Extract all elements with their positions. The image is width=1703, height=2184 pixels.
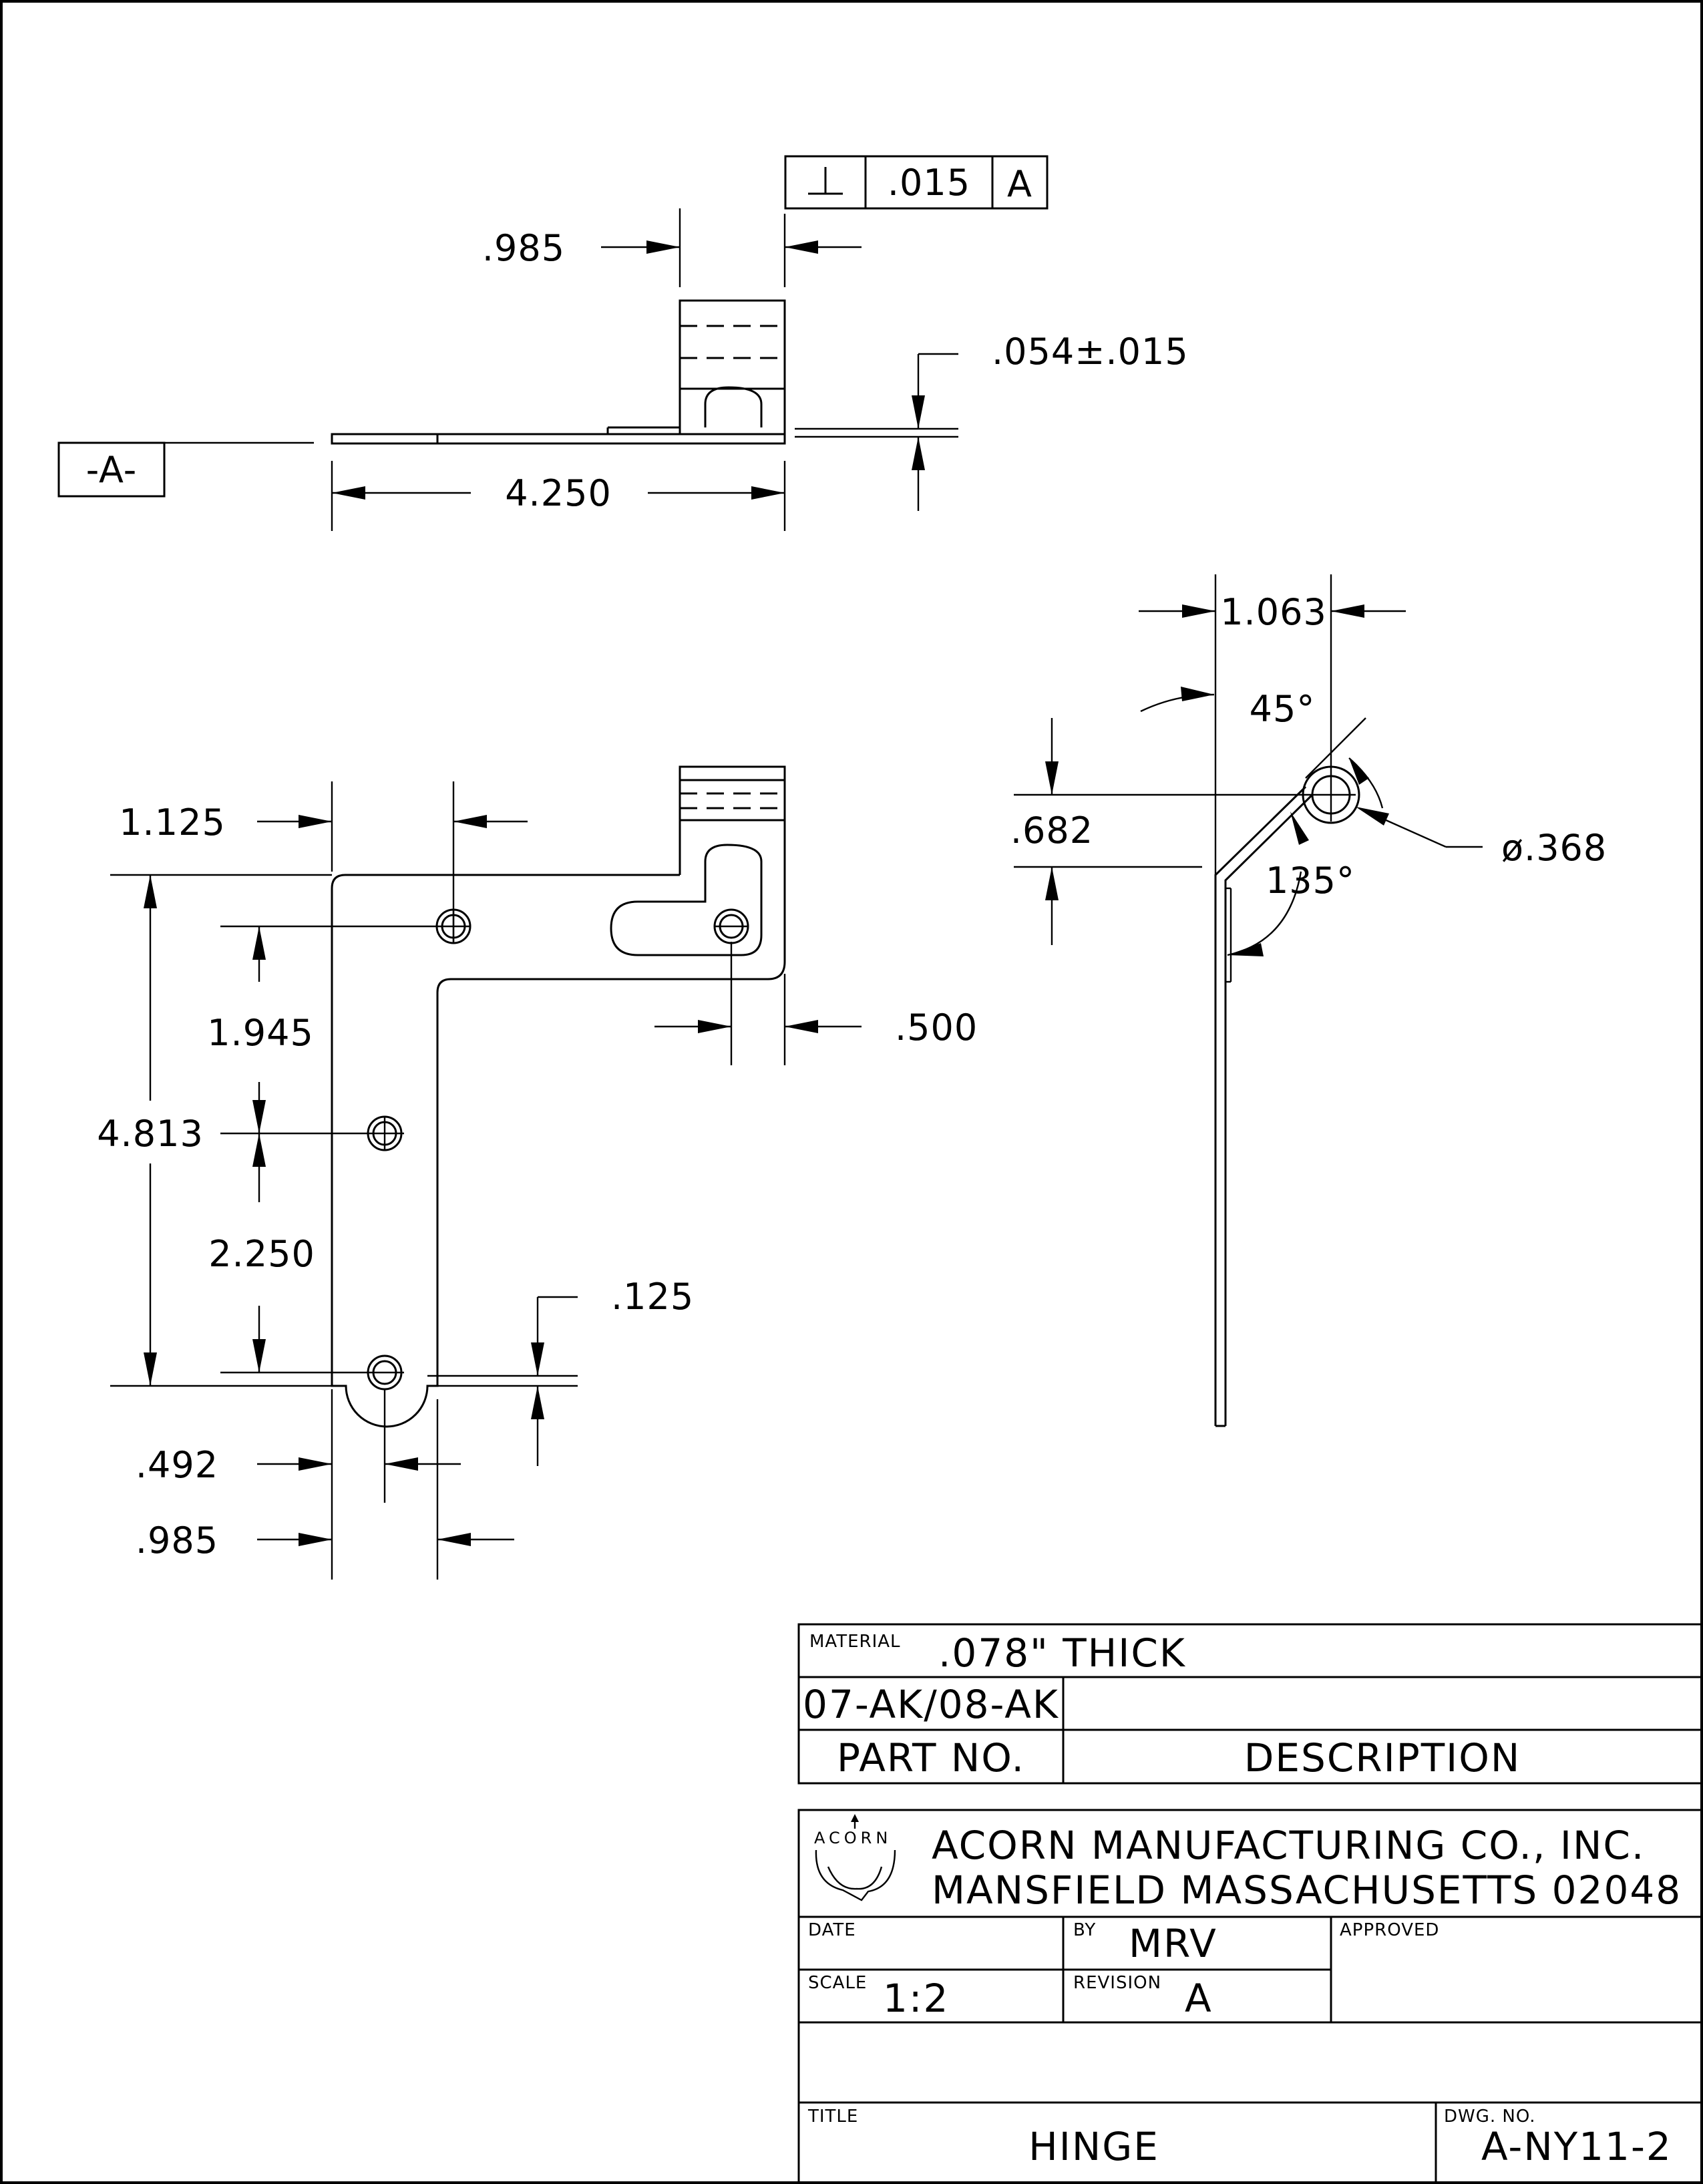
side-view: 1.063 45° .682 ø.368 135°: [1010, 574, 1607, 1427]
revision-label: REVISION: [1073, 1973, 1161, 1993]
dim-plan-125: .125: [611, 1276, 694, 1318]
plan-view: 1.125 4.813 1.945 2.250 .125: [97, 765, 978, 1580]
scale-label: SCALE: [808, 1973, 867, 1993]
gdt-datum: A: [1007, 163, 1032, 205]
title-label: TITLE: [807, 2107, 858, 2127]
dim-plan-1125: 1.125: [119, 801, 226, 844]
hole-2: [713, 908, 749, 944]
dim-top-width: .985: [482, 227, 565, 269]
approved-label: APPROVED: [1340, 1920, 1439, 1940]
dim-plan-1945: 1.945: [207, 1012, 314, 1054]
material-value: .078" THICK: [938, 1630, 1186, 1676]
dim-plan-500: .500: [895, 1007, 978, 1049]
date-label: DATE: [808, 1920, 856, 1940]
dim-plan-985: .985: [136, 1519, 218, 1562]
company-name: ACORN MANUFACTURING CO., INC.: [932, 1823, 1645, 1868]
dim-top-length: 4.250: [505, 472, 612, 514]
dim-side-1063: 1.063: [1220, 591, 1327, 633]
dim-side-368: ø.368: [1501, 827, 1607, 869]
by-label: BY: [1073, 1920, 1096, 1940]
title-value: HINGE: [1028, 2124, 1159, 2169]
hole-4: [220, 1354, 404, 1391]
material-label: MATERIAL: [809, 1632, 901, 1652]
company-address: MANSFIELD MASSACHUSETTS 02048: [932, 1867, 1682, 1913]
dim-side-135: 135°: [1266, 860, 1355, 902]
hole-3: [220, 1115, 404, 1151]
top-view: .015 A .985 .054±.015 -A-: [57, 155, 1189, 531]
revision-value: A: [1185, 1976, 1213, 2021]
logo-text: ACORN: [814, 1829, 892, 1847]
dim-top-thickness: .054±.015: [992, 331, 1189, 373]
dwg-no-label: DWG. NO.: [1444, 2107, 1536, 2127]
dim-plan-492: .492: [136, 1444, 218, 1486]
dim-side-45: 45°: [1250, 688, 1316, 730]
part-number: 07-AK/08-AK: [803, 1682, 1059, 1727]
dim-plan-2250: 2.250: [208, 1233, 315, 1275]
description-header: DESCRIPTION: [1244, 1735, 1521, 1781]
acorn-logo: ACORN: [814, 1814, 896, 1901]
dim-plan-4813: 4.813: [97, 1113, 204, 1155]
scale-value: 1:2: [883, 1976, 949, 2021]
title-block: MATERIAL .078" THICK 07-AK/08-AK PART NO…: [797, 1623, 1703, 2184]
dim-side-682: .682: [1010, 809, 1093, 852]
gdt-feature-control-frame: .015 A: [784, 155, 1049, 210]
part-no-header: PART NO.: [837, 1735, 1025, 1781]
gdt-tolerance: .015: [888, 162, 970, 204]
dwg-no-value: A-NY11-2: [1481, 2124, 1672, 2169]
by-value: MRV: [1129, 1921, 1217, 1966]
datum-label: -A-: [86, 449, 138, 491]
